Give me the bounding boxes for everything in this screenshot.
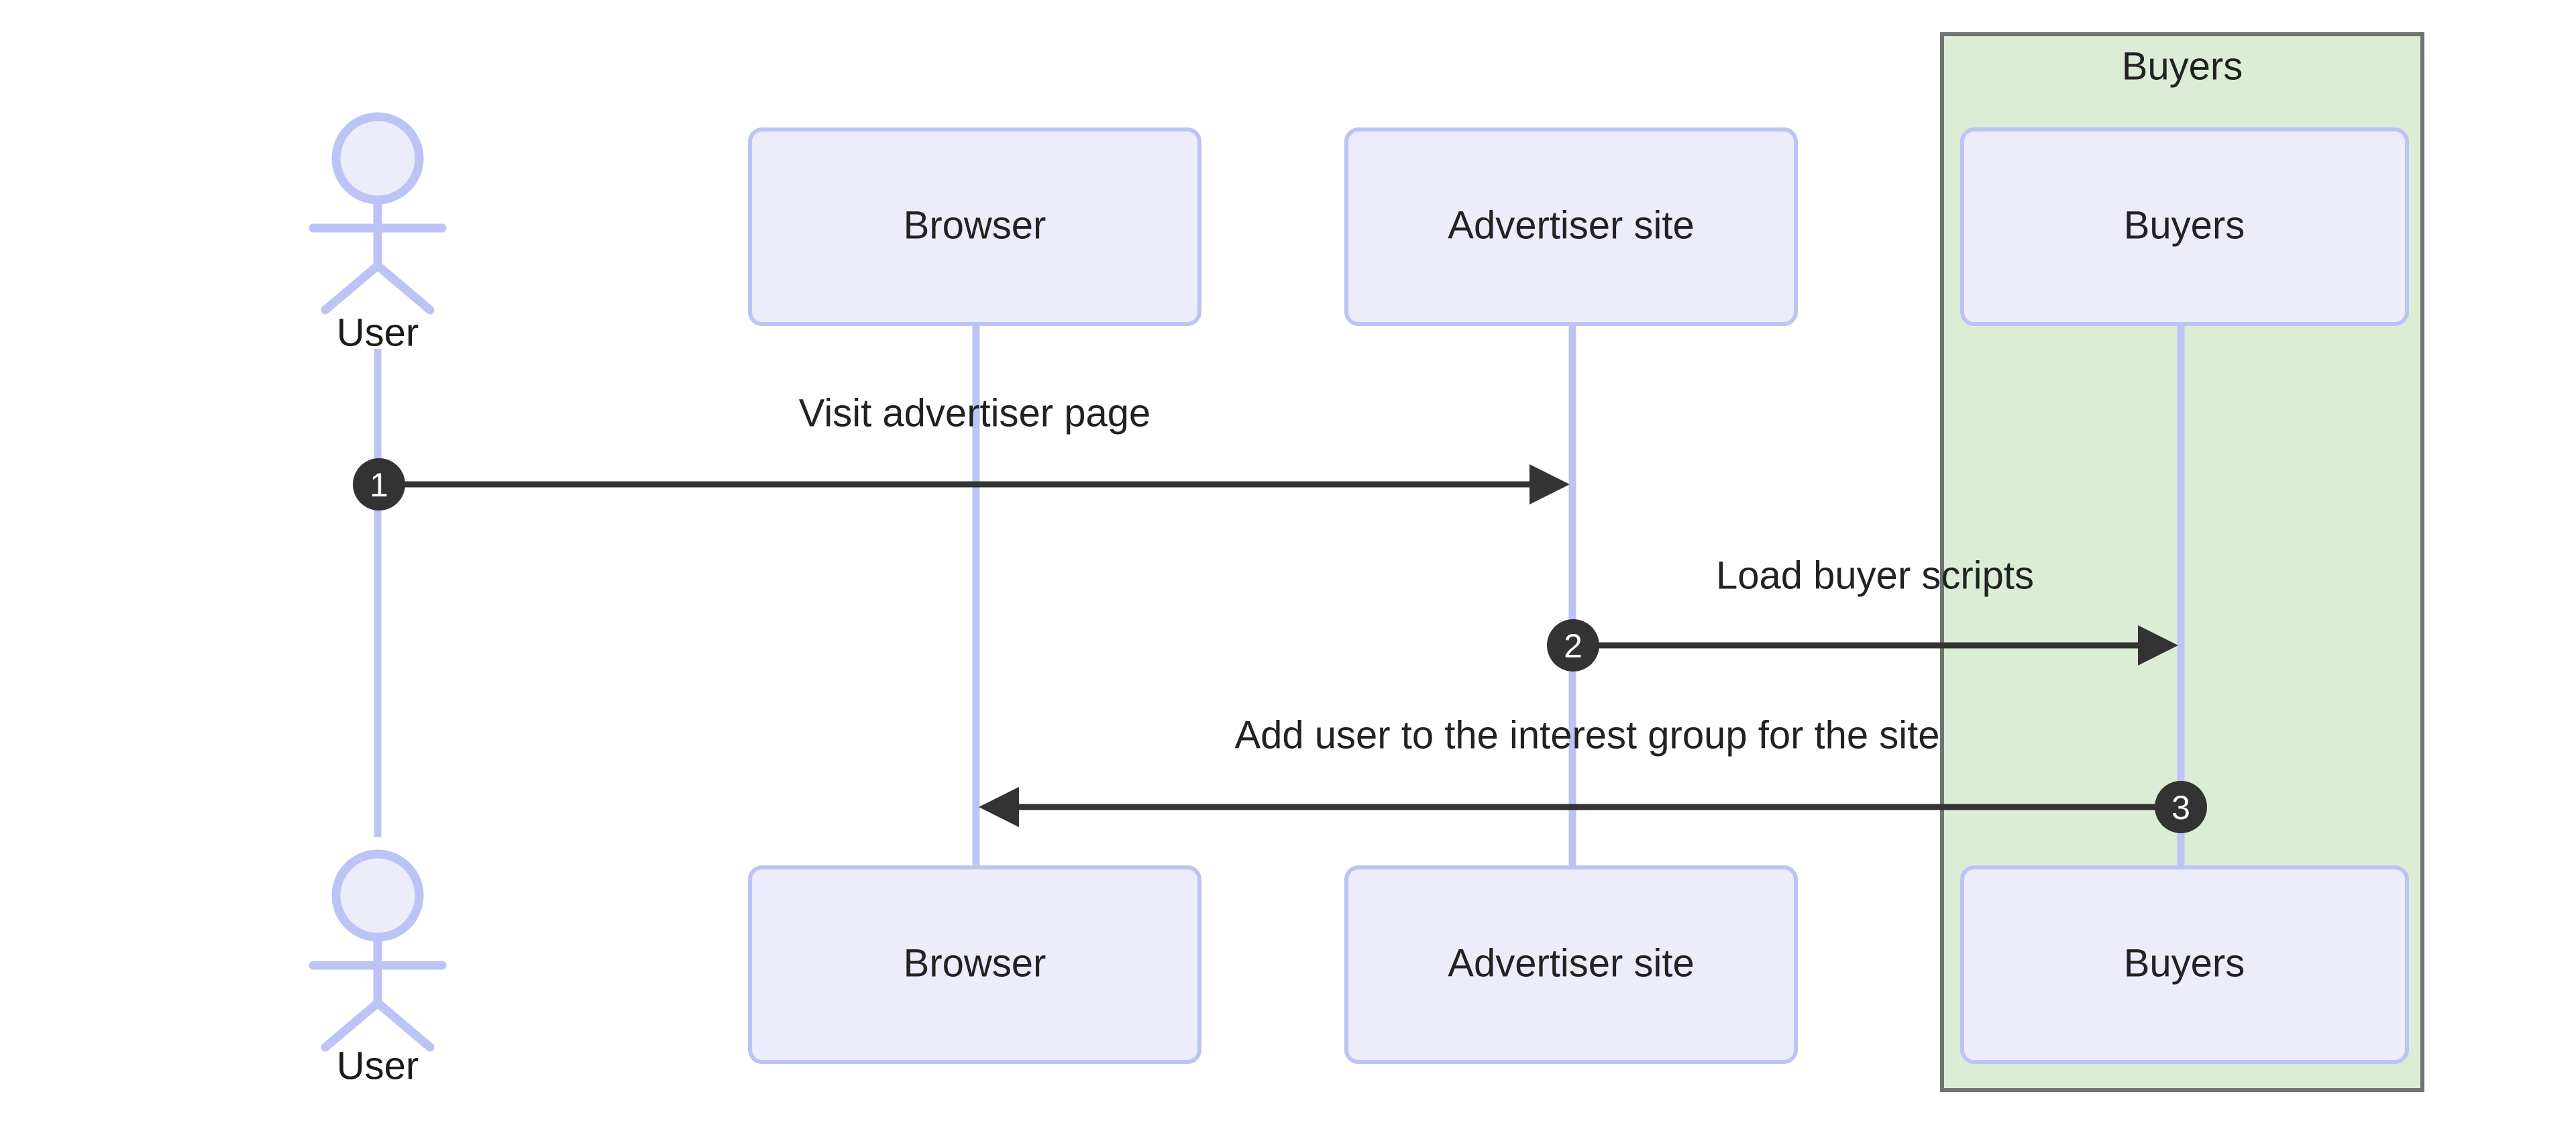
message-arrowhead-left-icon — [979, 787, 1019, 827]
actor-head-icon — [331, 112, 424, 205]
sequence-badge-1 — [353, 458, 405, 511]
sequence-badge-3 — [2155, 781, 2207, 833]
message-label-2: Load buyer scripts — [1716, 553, 2034, 597]
message-1[interactable]: Visit advertiser page 1 — [353, 391, 1570, 511]
participant-buyers-bottom[interactable]: Buyers — [1960, 865, 2409, 1064]
participant-browser-top[interactable]: Browser — [748, 127, 1201, 326]
actor-label-user-bottom: User — [337, 1044, 419, 1087]
sequence-badge-label-1: 1 — [370, 466, 388, 504]
message-arrowhead-right-icon — [2138, 625, 2178, 665]
message-2[interactable]: Load buyer scripts 2 — [1547, 553, 2178, 672]
participant-label-advertiser-site: Advertiser site — [1448, 203, 1694, 247]
participant-label-buyers: Buyers — [2124, 941, 2245, 985]
participant-box — [748, 865, 1201, 1064]
participant-label-browser: Browser — [904, 941, 1046, 985]
participant-buyers-top[interactable]: Buyers — [1960, 127, 2409, 326]
message-3[interactable]: Add user to the interest group for the s… — [979, 713, 2207, 833]
participant-label-advertiser-site: Advertiser site — [1448, 941, 1694, 985]
actor-user-bottom[interactable]: User — [309, 849, 447, 1087]
participant-advertiser-bottom[interactable]: Advertiser site — [1344, 865, 1798, 1064]
message-label-3: Add user to the interest group for the s… — [1234, 713, 1939, 757]
sequence-badge-2 — [1547, 619, 1599, 672]
message-label-1: Visit advertiser page — [799, 391, 1150, 435]
sequence-badge-label-2: 2 — [1564, 627, 1582, 665]
message-arrowhead-right-icon — [1529, 464, 1570, 504]
actor-leg-right-icon — [373, 998, 435, 1052]
participant-label-browser: Browser — [904, 203, 1046, 247]
actor-head-icon — [331, 849, 424, 942]
participant-advertiser-top[interactable]: Advertiser site — [1344, 127, 1798, 326]
actor-user-top[interactable]: User — [309, 112, 447, 354]
participant-label-buyers: Buyers — [2124, 203, 2245, 247]
participant-box — [1960, 127, 2409, 326]
sequence-badge-label-3: 3 — [2171, 789, 2190, 826]
participant-box — [1960, 865, 2409, 1064]
actor-leg-left-icon — [321, 998, 382, 1052]
group-title-label: Buyers — [2122, 44, 2243, 88]
participant-box — [748, 127, 1201, 326]
lifelines — [374, 324, 2185, 869]
participant-box — [1344, 865, 1798, 1064]
actor-leg-right-icon — [373, 261, 435, 315]
participant-box — [1344, 127, 1798, 326]
participant-browser-bottom[interactable]: Browser — [748, 865, 1201, 1064]
actor-label-user-top: User — [337, 311, 419, 354]
actor-leg-left-icon — [321, 261, 382, 315]
